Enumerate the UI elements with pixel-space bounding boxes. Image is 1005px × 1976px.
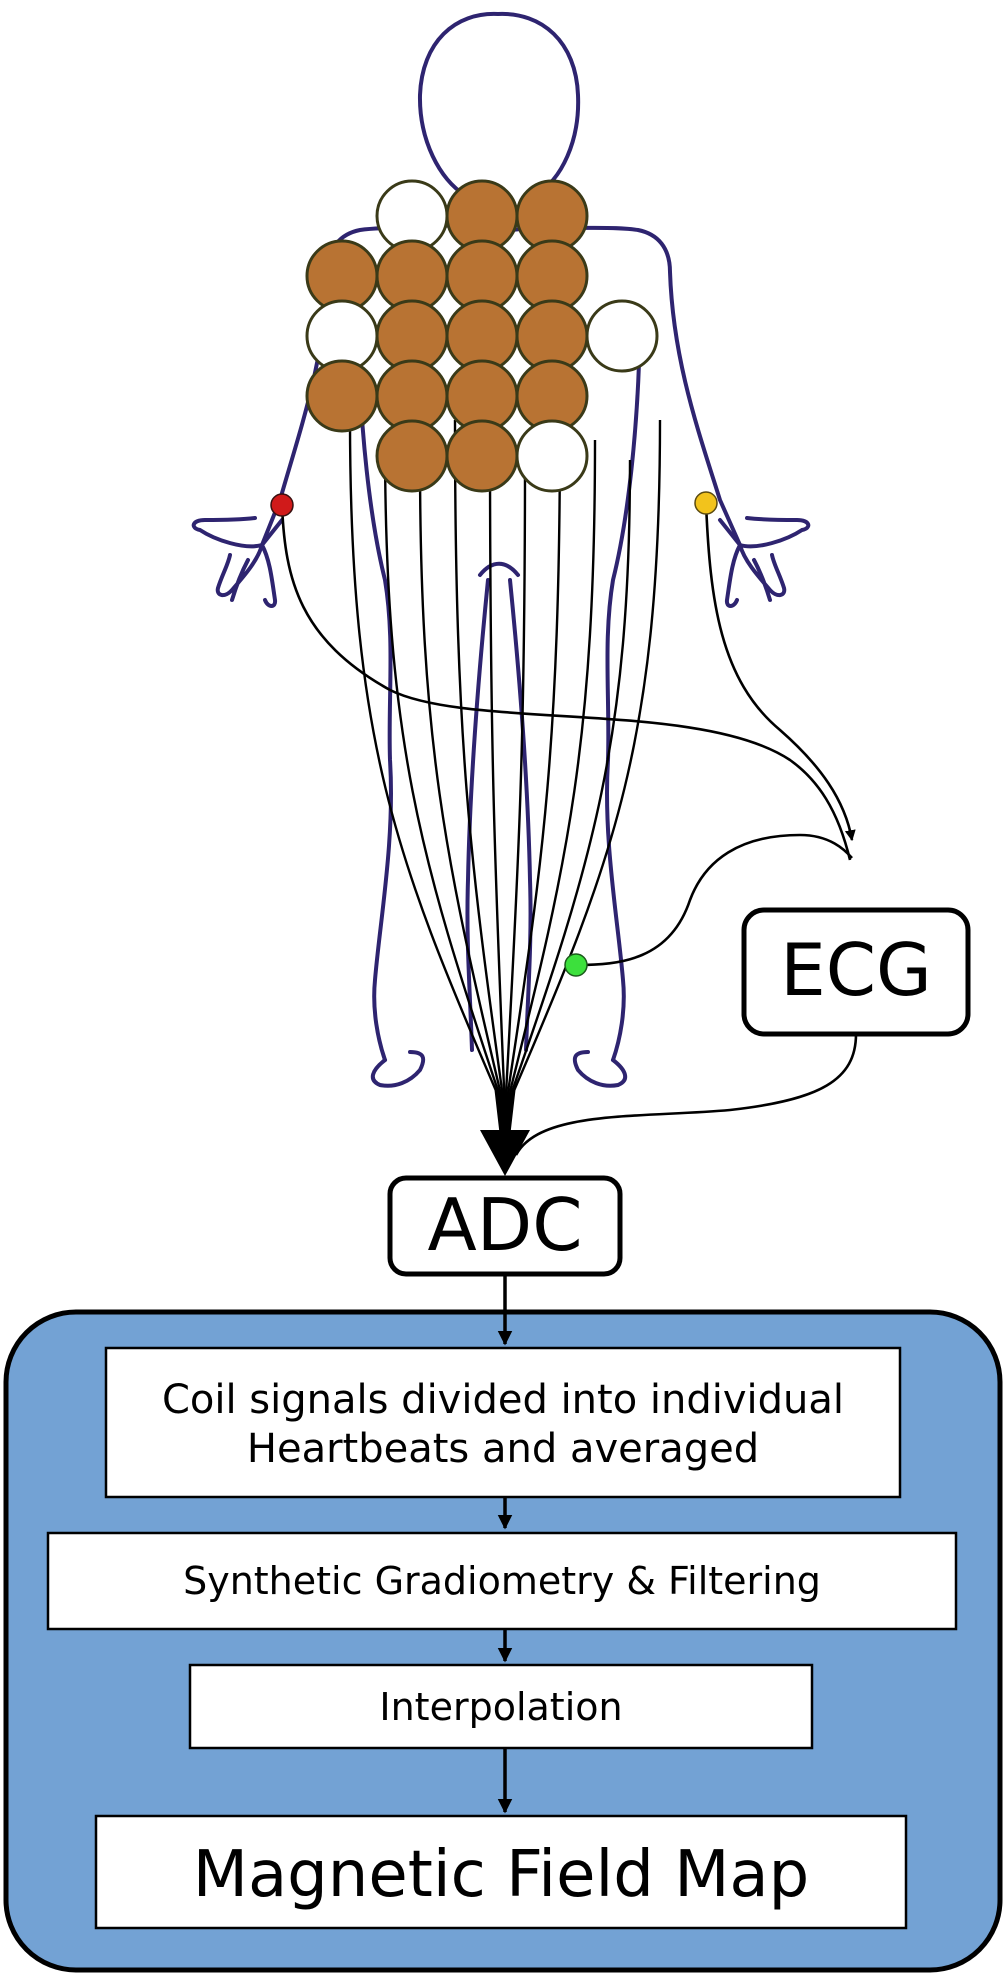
coil-active-r4c1 xyxy=(305,359,379,433)
step-interpolation-label: Interpolation xyxy=(379,1685,622,1729)
ecg-lead-wires xyxy=(280,502,858,1156)
ecg-to-adc-wire xyxy=(514,1033,858,1156)
step-interpolation: Interpolation xyxy=(188,1663,814,1750)
adc-input-arrowhead xyxy=(480,1130,530,1176)
coil-wire-10 xyxy=(503,419,662,1171)
coil-wire-4 xyxy=(453,419,507,1171)
step-signal-averaging-line2: Heartbeats and averaged xyxy=(247,1426,759,1472)
coil-inactive-r3c5 xyxy=(585,299,659,373)
leg-electrode xyxy=(564,953,588,977)
coil-wire-9 xyxy=(503,459,632,1171)
adc-box: ADC xyxy=(387,1175,623,1277)
left-hand-outline xyxy=(718,516,811,608)
coil-active-r5c1 xyxy=(375,419,449,493)
right-arm-electrode xyxy=(270,493,294,517)
step-signal-averaging: Coil signals divided into individual Hea… xyxy=(104,1346,902,1499)
left-arm-electrode xyxy=(694,491,718,515)
coil-active-r5c2 xyxy=(445,419,519,493)
right-foot-outline xyxy=(370,1050,426,1088)
right-arm-lead-wire xyxy=(280,504,852,861)
coil-wire-5 xyxy=(488,439,507,1171)
ecg-label: ECG xyxy=(780,928,932,1012)
step-magnetic-field-map-label: Magnetic Field Map xyxy=(193,1838,810,1912)
coil-wire-bundle xyxy=(348,419,662,1176)
step-magnetic-field-map: Magnetic Field Map xyxy=(94,1814,908,1930)
left-foot-outline xyxy=(572,1050,628,1088)
ecg-box: ECG xyxy=(741,907,971,1037)
coil-wire-1 xyxy=(348,419,507,1171)
step-gradiometry-filtering: Synthetic Gradiometry & Filtering xyxy=(46,1531,958,1631)
left-arm-lead-wire xyxy=(704,502,856,842)
step-gradiometry-filtering-label: Synthetic Gradiometry & Filtering xyxy=(183,1559,821,1603)
leg-lead-wire xyxy=(575,833,853,967)
right-hand-outline xyxy=(191,516,284,608)
coil-wire-2 xyxy=(383,439,507,1171)
coil-wire-7 xyxy=(503,419,562,1171)
coil-wire-6 xyxy=(503,459,527,1171)
coil-wire-8 xyxy=(503,439,597,1171)
coil-array xyxy=(305,179,659,493)
coil-inactive-r5c3 xyxy=(515,419,589,493)
coil-wire-3 xyxy=(418,459,507,1171)
step-signal-averaging-line1: Coil signals divided into individual xyxy=(162,1377,844,1423)
adc-label: ADC xyxy=(428,1183,583,1267)
